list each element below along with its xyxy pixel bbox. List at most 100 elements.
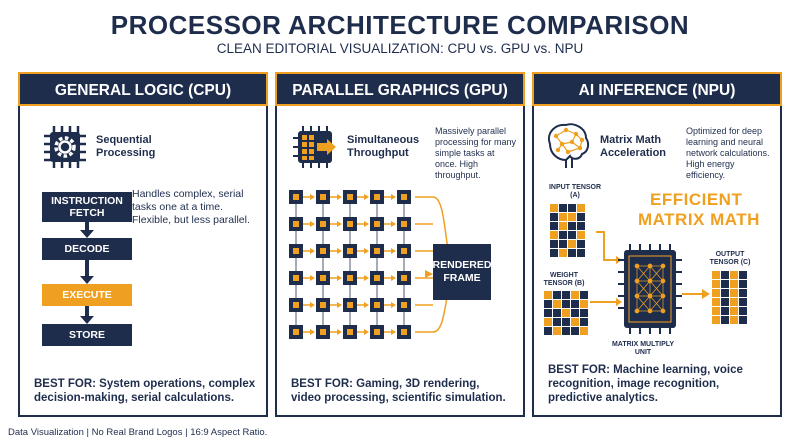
tensor-cell [712, 289, 720, 297]
cpu-label-line2: Processing [96, 147, 156, 159]
gpu-best-for: BEST FOR: Gaming, 3D rendering, video pr… [291, 378, 506, 404]
gpu-label-line1: Simultaneous [347, 134, 420, 146]
tensor-cell [550, 231, 558, 239]
tensor-cell [739, 316, 747, 324]
tensor-cell [580, 327, 588, 335]
tensor-cell [580, 300, 588, 308]
gpu-header: PARALLEL GRAPHICS (GPU) [275, 72, 525, 106]
tensor-cell [712, 271, 720, 279]
tensor-cell [568, 222, 576, 230]
tensor-cell [730, 316, 738, 324]
tensor-cell [739, 307, 747, 315]
step-execute: EXECUTE [42, 284, 132, 306]
tensor-cell [577, 213, 585, 221]
tensor-cell [544, 300, 552, 308]
npu-best-for: BEST FOR: Machine learning, voice recogn… [548, 364, 743, 404]
npu-header: AI INFERENCE (NPU) [532, 72, 782, 106]
npu-label-line2: Acceleration [600, 147, 667, 159]
gpu-label-line2: Throughput [347, 147, 409, 159]
tensor-cell [568, 231, 576, 239]
tensor-cell [571, 300, 579, 308]
tensor-cell [559, 222, 567, 230]
tensor-cell [559, 213, 567, 221]
tensor-cell [580, 318, 588, 326]
gpu-core-grid [289, 190, 460, 339]
tensor-cell [550, 204, 558, 212]
tensor-cell [721, 307, 729, 315]
tensor-cell [550, 249, 558, 257]
tensor-cell [730, 307, 738, 315]
tensor-cell [553, 300, 561, 308]
tensor-cell [739, 298, 747, 306]
matrix-multiply-unit-label: MATRIX MULTIPLY UNIT [611, 341, 675, 356]
tensor-cell [730, 289, 738, 297]
tensor-cell [568, 204, 576, 212]
tensor-cell [568, 249, 576, 257]
tensor-cell [730, 298, 738, 306]
weight-tensor-label: WEIGHT TENSOR (B) [543, 272, 585, 287]
tensor-cell [568, 240, 576, 248]
tensor-cell [562, 291, 570, 299]
tensor-cell [712, 298, 720, 306]
tensor-cell [559, 204, 567, 212]
tensor-cell [544, 327, 552, 335]
tensor-cell [553, 318, 561, 326]
footer-note: Data Visualization | No Real Brand Logos… [8, 427, 268, 438]
tensor-cell [712, 280, 720, 288]
tensor-cell [562, 327, 570, 335]
step-store: STORE [42, 324, 132, 346]
multi-core-chip-icon [293, 126, 336, 168]
tensor-cell [721, 298, 729, 306]
npu-panel: AI INFERENCE (NPU) Matrix Math Accelerat… [532, 72, 782, 417]
tensor-cell [571, 309, 579, 317]
output-tensor-label: OUTPUT TENSOR (C) [709, 251, 751, 266]
tensor-cell [712, 316, 720, 324]
tensor-cell [721, 289, 729, 297]
tensor-cell [553, 291, 561, 299]
tensor-cell [553, 309, 561, 317]
cpu-label-line1: Sequential [96, 134, 152, 146]
npu-headline-line2: MATRIX MATH [638, 210, 760, 229]
tensor-cell [553, 327, 561, 335]
tensor-cell [550, 213, 558, 221]
tensor-cell [562, 309, 570, 317]
tensor-cell [550, 222, 558, 230]
tensor-cell [544, 309, 552, 317]
cpu-header: GENERAL LOGIC (CPU) [18, 72, 268, 106]
npu-headline-line1: EFFICIENT [650, 190, 743, 209]
tensor-cell [580, 291, 588, 299]
tensor-cell [739, 271, 747, 279]
tensor-cell [559, 240, 567, 248]
gpu-description: Massively parallel processing for many s… [435, 126, 517, 180]
tensor-cell [544, 318, 552, 326]
tensor-cell [577, 240, 585, 248]
tensor-cell [721, 280, 729, 288]
gpu-panel: PARALLEL GRAPHICS (GPU) Simultaneous Thr… [275, 72, 525, 417]
cpu-description: Handles complex, serial tasks one at a t… [132, 188, 250, 226]
npu-label-line1: Matrix Math [600, 134, 662, 146]
gear-chip-icon [44, 126, 86, 168]
step-instruction-fetch: INSTRUCTION FETCH [42, 192, 132, 222]
cpu-best-for: BEST FOR: System operations, complex dec… [34, 378, 256, 404]
tensor-cell [577, 249, 585, 257]
tensor-cell [730, 271, 738, 279]
flow-arrows [80, 222, 94, 324]
tensor-cell [550, 240, 558, 248]
tensor-cell [571, 327, 579, 335]
tensor-cell [721, 271, 729, 279]
tensor-cell [544, 291, 552, 299]
step-decode: DECODE [42, 238, 132, 260]
tensor-cell [571, 291, 579, 299]
input-tensor-label: INPUT TENSOR (A) [548, 184, 602, 199]
tensor-cell [739, 289, 747, 297]
rendered-frame-box: RENDERED FRAME [433, 244, 491, 300]
tensor-cell [577, 204, 585, 212]
page-title: PROCESSOR ARCHITECTURE COMPARISON [110, 10, 690, 40]
tensor-cell [577, 222, 585, 230]
neural-brain-icon [548, 123, 590, 168]
tensor-cell [568, 213, 576, 221]
npu-matrix-diagram [544, 204, 747, 335]
tensor-cell [562, 300, 570, 308]
tensor-cell [577, 231, 585, 239]
tensor-cell [721, 316, 729, 324]
